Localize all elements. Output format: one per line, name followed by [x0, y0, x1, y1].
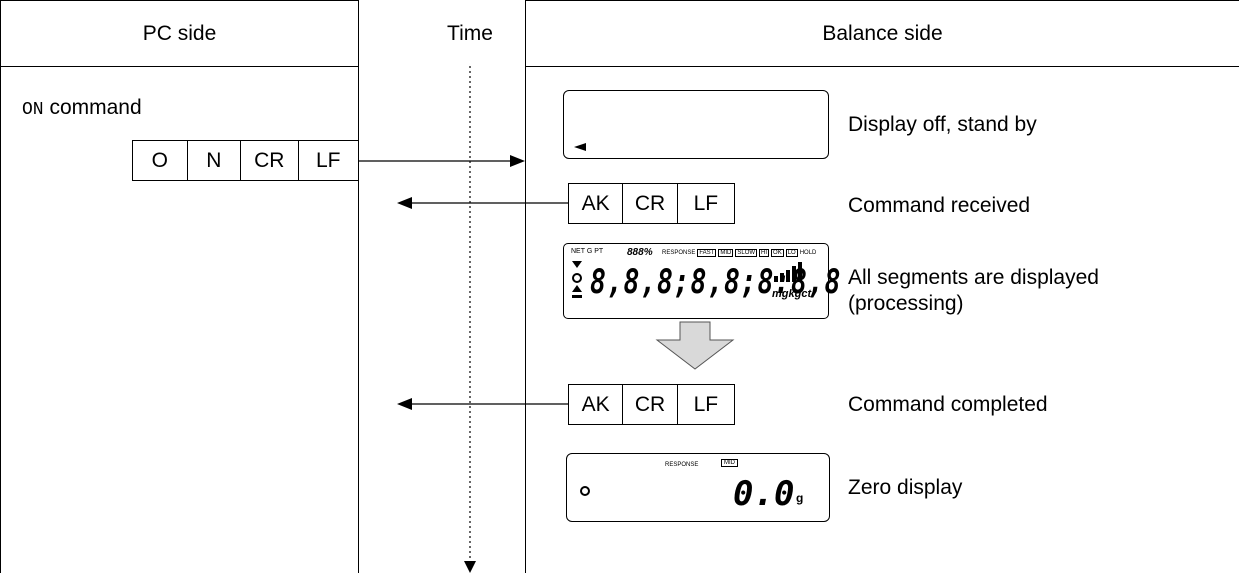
all-segments-display: NET G PT 888% RESPONSE FAST MID SLOW HI …	[563, 243, 840, 319]
time-header: Time	[447, 22, 493, 45]
lcd-percent: %	[643, 247, 653, 258]
pc-side-header: PC side	[1, 1, 358, 67]
byte-cell: CR	[240, 141, 297, 180]
zero-value: 0.0	[733, 474, 795, 514]
lcd-hi-badge: HI	[759, 249, 770, 257]
byte-cell: CR	[622, 385, 676, 424]
lcd-hold-label: HOLD	[799, 250, 817, 256]
byte-cell: LF	[676, 184, 734, 223]
byte-cell: LF	[297, 141, 358, 180]
time-axis-arrowhead	[464, 561, 476, 573]
byte-cell: LF	[676, 385, 734, 424]
received-byte-sequence: AK CR LF	[568, 183, 735, 224]
standby-display	[563, 90, 829, 159]
standby-indicator-icon	[574, 143, 586, 151]
byte-cell: N	[186, 141, 241, 180]
zero-indicator-icon	[580, 486, 590, 496]
lcd-small-digit-value: 888	[627, 247, 644, 258]
completed-description: Command completed	[848, 393, 1048, 416]
lcd-stability-bars-icon	[774, 262, 802, 282]
lcd-response-row: RESPONSE FAST MID SLOW HI OK LO HOLD	[662, 249, 816, 257]
zero-unit: g	[796, 491, 804, 505]
zero-response-label: RESPONSE	[665, 462, 699, 468]
all-segments-line2: (processing)	[848, 292, 964, 315]
completed-byte-sequence: AK CR LF	[568, 384, 735, 425]
zero-display: RESPONSE MID 0.0 g	[566, 453, 830, 522]
on-command-label: ON command	[22, 96, 142, 120]
all-segments-description: All segments are displayed (processing)	[848, 265, 1099, 317]
command-code: ON	[22, 100, 44, 120]
pc-side-column: PC side	[0, 0, 359, 573]
lcd-fast-badge: FAST	[697, 249, 717, 257]
byte-cell: O	[151, 148, 168, 172]
lcd-slow-badge: SLOW	[735, 249, 758, 257]
zero-description: Zero display	[848, 476, 963, 499]
sent-byte-sequence: O N CR LF	[132, 140, 359, 181]
byte-cell: AK	[581, 191, 610, 215]
received-description: Command received	[848, 194, 1031, 217]
lcd-top-left-indicators: NET G PT	[571, 248, 604, 255]
lcd-units: mgkgct	[772, 288, 812, 300]
lcd-lo-badge: LO	[785, 249, 798, 257]
lcd-side-indicators-icon	[572, 261, 582, 298]
processing-down-arrow	[655, 321, 735, 370]
standby-description: Display off, stand by	[848, 113, 1037, 136]
lcd-mid-badge: MID	[718, 249, 734, 257]
lcd-ok-badge: OK	[771, 249, 784, 257]
byte-cell: AK	[581, 392, 610, 416]
balance-side-column: Balance side	[525, 0, 1239, 573]
all-segments-line1: All segments are displayed	[848, 266, 1099, 289]
lcd-response-label: RESPONSE	[662, 250, 696, 256]
lcd-small-digits: 888%	[627, 247, 653, 258]
balance-side-header: Balance side	[526, 1, 1239, 67]
zero-mid-badge: MID	[721, 459, 738, 467]
command-word: command	[49, 96, 142, 119]
byte-cell: CR	[622, 184, 676, 223]
